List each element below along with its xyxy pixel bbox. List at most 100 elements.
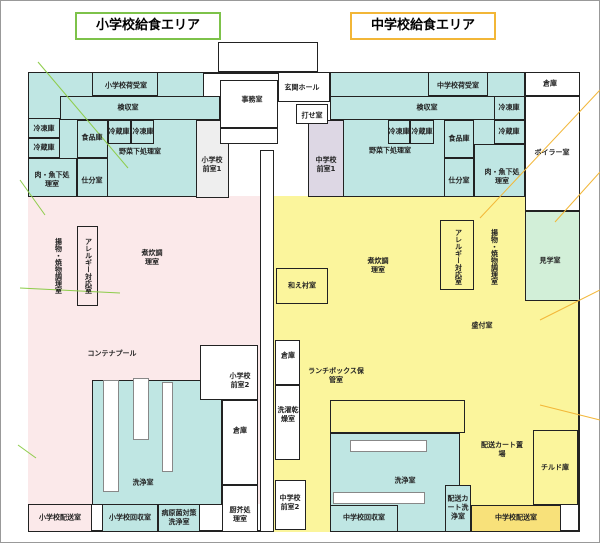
e-fridge2-room (108, 120, 131, 144)
label-e-store: 倉庫 (233, 426, 247, 435)
j-inspect-room (330, 96, 525, 120)
e-store-room (222, 400, 258, 485)
e-inspect-room (60, 96, 220, 120)
label-boiler: ボイラー室 (534, 148, 570, 157)
chilled-room (533, 430, 578, 505)
label-e-container: コンテナプール (87, 349, 137, 358)
label-e-front2: 小学校前室2 (229, 372, 251, 389)
label-j-meat: 肉・魚下処理室 (484, 168, 520, 185)
label-j-allergy: アレルギー対応室 (454, 229, 463, 285)
label-e-inspect: 検収室 (117, 103, 139, 112)
e-pathogen-room (158, 504, 200, 532)
lunchbox-room (300, 340, 390, 410)
label-meeting: 打せ室 (301, 111, 323, 120)
label-e-waste: 厨芥処理室 (229, 506, 251, 523)
j-food-room (444, 120, 474, 158)
label-laundry: 洗濯乾燥室 (277, 406, 299, 423)
office-room (220, 80, 278, 128)
e-receive-room (92, 72, 158, 96)
conveyor (162, 382, 173, 472)
tour-room (525, 211, 580, 301)
junior-area-title: 中学校給食エリア (350, 12, 496, 40)
j-dress-room (276, 268, 328, 304)
label-e-meat: 肉・魚下処理室 (34, 171, 70, 188)
label-e-wash: 洗浄室 (132, 478, 154, 487)
cart-wash-room (445, 485, 471, 532)
e-freezer2-room (131, 120, 154, 144)
label-tour: 見学室 (539, 256, 561, 265)
j-freezer2-room (494, 96, 525, 120)
label-e-veg: 野菜下処理室 (119, 147, 161, 156)
e-waste-room (222, 485, 258, 532)
j-front2-room (275, 480, 306, 530)
conveyor (333, 492, 425, 504)
e-freezer1-room (28, 118, 60, 138)
label-e-fridge1: 冷蔵庫 (33, 143, 55, 152)
label-j-veg: 野菜下処理室 (369, 146, 411, 155)
restroom (220, 128, 278, 144)
label-j-food: 食品庫 (448, 134, 470, 143)
label-e-allergy: アレルギー対応室 (84, 238, 93, 294)
label-e-delivery: 小学校配送室 (39, 513, 81, 522)
j-fridge2-room (494, 120, 525, 144)
label-e-freezer1: 冷凍庫 (33, 124, 55, 133)
e-front2-room (200, 345, 258, 400)
e-meat-room (28, 158, 77, 197)
label-cart: 配送カート置場 (481, 441, 523, 458)
label-e-fry: 揚物・焼物調理室 (54, 238, 63, 294)
label-j-delivery: 中学校配送室 (495, 513, 537, 522)
j-freezer1-room (388, 120, 410, 144)
entrance-hall (278, 72, 330, 102)
elementary-area-title: 小学校給食エリア (75, 12, 221, 40)
conveyor (103, 380, 119, 492)
label-j-cook: 煮炊調理室 (367, 257, 389, 274)
label-entrance: 玄関ホール (284, 83, 320, 92)
j-store-top-room (525, 72, 580, 96)
label-j-wash: 洗浄室 (394, 476, 416, 485)
boiler-room (525, 96, 580, 211)
label-e-sort: 仕分室 (81, 176, 103, 185)
e-sort-room (77, 158, 108, 197)
stairs (218, 42, 318, 72)
label-j-store: 倉庫 (281, 351, 295, 360)
e-delivery-room (28, 504, 92, 532)
j-store-room (275, 340, 300, 385)
j-delivery-room (471, 505, 561, 532)
label-e-pathogen: 病原菌対策洗浄室 (161, 509, 197, 526)
label-e-fridge2: 冷蔵庫 (108, 127, 130, 136)
laundry-room (275, 385, 300, 460)
label-cart-wash: 配送カート洗浄室 (447, 494, 469, 521)
label-j-receive: 中学校荷受室 (437, 81, 479, 90)
j-receive-room (428, 72, 488, 96)
e-fridge1-room (28, 138, 60, 158)
label-e-collect: 小学校回収室 (109, 513, 151, 522)
label-j-dress: 和え衬室 (288, 281, 316, 290)
j-collect-room (330, 505, 398, 532)
label-e-freezer2: 冷凍庫 (132, 127, 154, 136)
label-j-inspect: 検収室 (416, 103, 438, 112)
label-j-front2: 中学校前室2 (279, 494, 301, 511)
label-j-fridge2: 冷蔵庫 (498, 127, 520, 136)
j-band-room (330, 400, 465, 433)
label-e-cook: 煮炊調理室 (141, 249, 163, 266)
conveyor (133, 378, 149, 440)
j-sort-room (444, 158, 474, 197)
corridor (260, 150, 274, 532)
e-allergy-room (77, 226, 98, 306)
label-office: 事務室 (241, 95, 263, 104)
label-e-front1: 小学校前室1 (201, 156, 223, 173)
label-j-fry: 揚物・焼物調理室 (490, 229, 499, 285)
j-allergy-room (440, 220, 474, 290)
label-j-collect: 中学校回収室 (343, 513, 385, 522)
meeting-room (296, 104, 328, 124)
j-front1-room (308, 120, 344, 197)
label-lunchbox: ランチボックス保管室 (308, 367, 364, 384)
label-j-serve: 盛付室 (471, 321, 493, 330)
e-collect-room (102, 504, 158, 532)
label-e-receive: 小学校荷受室 (105, 81, 147, 90)
label-j-sort: 仕分室 (448, 176, 470, 185)
label-j-freezer1: 冷凍庫 (388, 127, 410, 136)
label-chilled: チルド庫 (541, 463, 569, 472)
conveyor (350, 440, 427, 452)
